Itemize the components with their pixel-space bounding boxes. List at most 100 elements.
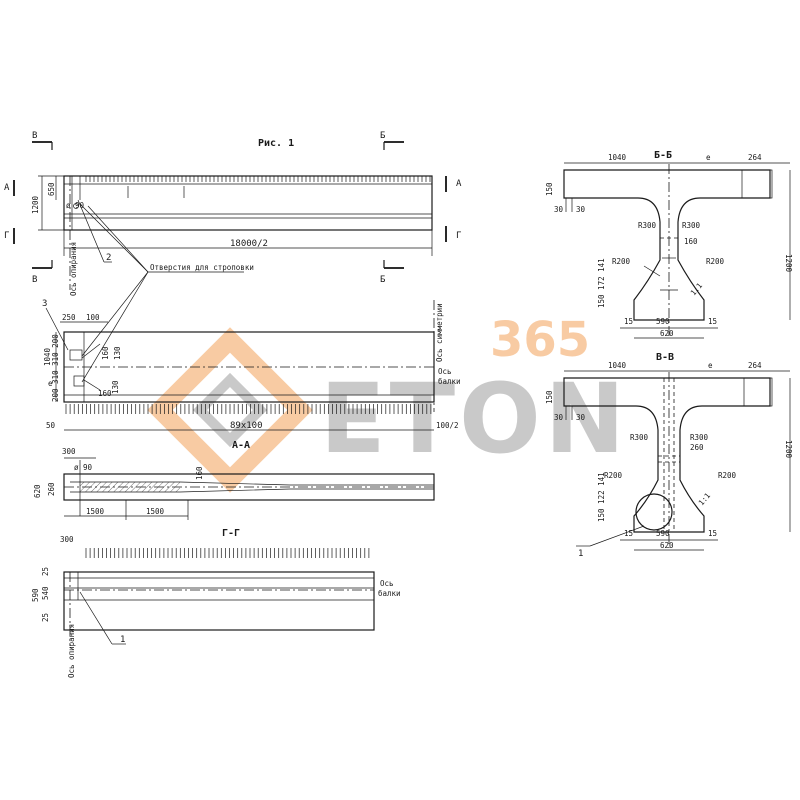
dim-aa-1500b: 1500 [146,507,165,516]
dim-bb-30a: 30 [554,205,564,214]
section-mark-g-left: Г [4,231,9,241]
dim-elev-1200: 1200 [31,195,40,214]
dim-plan-250: 250 [62,313,76,322]
dim-vv-r300b: R300 [690,433,709,442]
dim-vv-590: 590 [656,529,670,538]
section-b-b: Б-Б 1040 e 264 150 30 30 R300 R300 160 1… [545,150,793,339]
watermark-brand: ETON [320,363,629,475]
dim-plan-200-310: 200 310 310 200 [51,334,60,402]
section-mark-v-bottom: В [32,275,37,285]
section-aa-title: А-А [232,440,250,451]
dim-bb-150-172-141: 150 172 141 [597,258,606,308]
dim-plan-50: 50 [46,421,56,430]
dim-vv-260: 260 [690,443,704,452]
dim-plan-130a: 130 [113,346,122,360]
dim-bb-r200a: R200 [612,257,631,266]
dim-aa-300: 300 [62,447,76,456]
dim-vv-r200b: R200 [718,471,737,480]
dim-plan-e: e [48,379,53,388]
dim-plan-160b: 160 [98,389,112,398]
callout-1-gg: 1 [120,635,125,645]
dim-vv-1200: 1200 [784,440,793,459]
label-gg-axis-1: Ось [380,579,394,588]
dim-vv-r200a: R200 [604,471,623,480]
dim-vv-e: e [708,361,713,370]
dim-gg-25a: 25 [41,567,50,576]
elevation-view: Рис. 1 В Б 1200 650 ø 90 А А [4,131,462,383]
section-gg-stirrups [85,548,370,558]
label-axis-symmetry: Ось симметрии [435,303,444,362]
watermark: 365 ETON [147,312,629,493]
dim-bb-1200: 1200 [784,254,793,273]
dim-plan-100: 100 [86,313,100,322]
dim-aa-260: 260 [47,482,56,496]
section-mark-b-top: Б [380,131,385,141]
section-mark-v-top: В [32,131,37,141]
dim-plan-130b: 130 [111,380,120,394]
dim-aa-1500a: 1500 [86,507,105,516]
dim-vv-15b: 15 [708,529,717,538]
dim-bb-264: 264 [748,153,762,162]
dim-plan-89x100: 89х100 [230,421,263,431]
watermark-number: 365 [490,312,590,368]
dim-gg-590: 590 [31,588,40,602]
dim-vv-15a: 15 [624,529,633,538]
plan-view: Ось симметрии Ось балки 1040 e 200 310 3… [42,299,461,431]
dim-vv-150-122-141: 150 122 141 [597,472,606,522]
label-axis-beam-1: Ось [438,367,452,376]
dim-vv-slope: 1:1 [697,491,713,507]
dim-vv-1040: 1040 [608,361,627,370]
section-bb-title: Б-Б [654,150,672,161]
dim-bb-30b: 30 [576,205,586,214]
dim-gg-25b: 25 [41,613,50,622]
section-a-a: А-А 300 ø 90 620 260 160 1500 1500 [33,440,435,520]
section-mark-b-bottom: Б [380,275,385,285]
dim-bb-15b: 15 [708,317,717,326]
elevation-stirrups [85,176,431,182]
dim-bb-e: e [706,153,711,162]
section-mark-a-left: А [4,183,10,193]
dim-vv-264: 264 [748,361,762,370]
plan-stirrups [65,404,432,414]
dim-vv-620: 620 [660,541,674,550]
callout-2: 2 [106,253,111,263]
dim-bb-150: 150 [545,182,554,196]
section-mark-a-right: А [456,179,462,189]
figure-title: Рис. 1 [258,138,294,149]
dim-aa-620: 620 [33,484,42,498]
label-gg-axis-2: балки [378,589,401,598]
dim-aa-160: 160 [195,466,204,480]
dim-plan-160a: 160 [101,346,110,360]
label-gg-axis-support: Ось опирания [67,624,76,678]
dim-vv-150: 150 [545,390,554,404]
dim-bb-15a: 15 [624,317,633,326]
dim-bb-1040: 1040 [608,153,627,162]
dim-vv-r300a: R300 [630,433,649,442]
dim-bb-590: 590 [656,317,670,326]
dim-bb-r300a: R300 [638,221,657,230]
dim-elev-phi90: ø 90 [66,201,85,210]
dim-gg-540: 540 [41,586,50,600]
dim-gg-300: 300 [60,535,74,544]
dim-half-span: 18000/2 [230,239,268,249]
dim-bb-r200b: R200 [706,257,725,266]
section-g-g: Г-Г 300 590 25 540 25 Ось балки Ось опир… [31,528,401,678]
callout-3: 3 [42,299,47,309]
dim-vv-30b: 30 [576,413,586,422]
dim-bb-slope: 1:1 [689,281,705,297]
section-vv-title: В-В [656,352,674,363]
dim-bb-160: 160 [684,237,698,246]
dim-aa-phi90: ø 90 [74,463,93,472]
dim-bb-r300b: R300 [682,221,701,230]
dim-elev-650: 650 [47,182,56,196]
section-gg-title: Г-Г [222,528,240,539]
dim-plan-1040: 1040 [43,347,52,366]
label-axis-support: Ось опирания [69,242,78,296]
section-mark-g-right: Г [456,231,461,241]
label-axis-beam-2: балки [438,377,461,386]
callout-1-vv: 1 [578,549,583,559]
dim-vv-30a: 30 [554,413,564,422]
label-lifting-holes: Отверстия для строповки [150,263,254,272]
dim-plan-100-2: 100/2 [436,421,459,430]
